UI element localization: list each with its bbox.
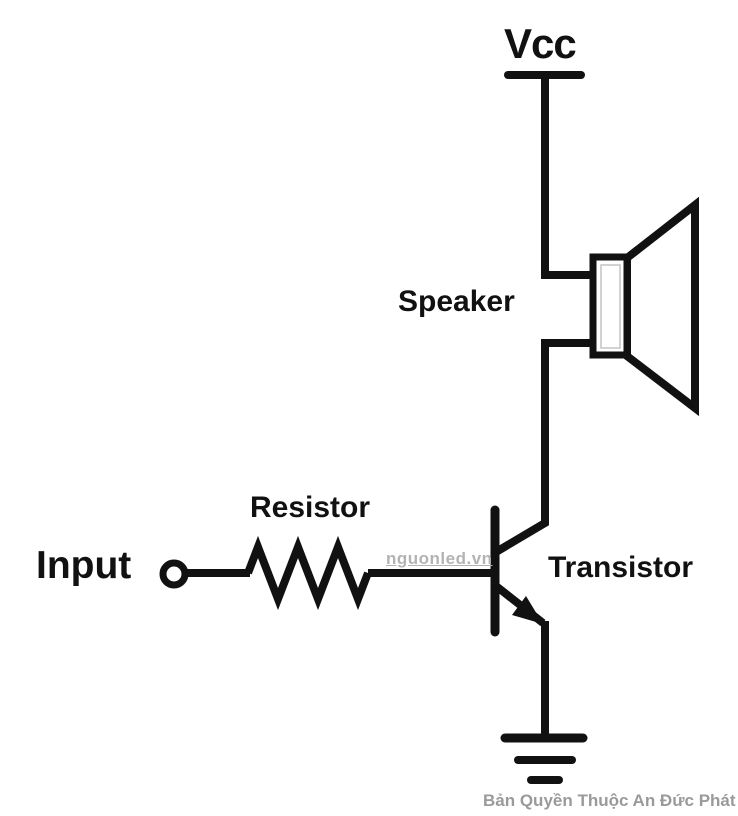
npn-transistor-symbol <box>490 505 549 742</box>
speaker-symbol <box>493 196 699 556</box>
speaker-label: Speaker <box>398 285 515 318</box>
watermark-text: nguonled.vn <box>386 549 493 568</box>
speaker-to-collector-wire <box>493 339 596 556</box>
vcc-wire <box>541 75 596 279</box>
input-terminal-circle <box>159 559 189 589</box>
input-label: Input <box>36 544 132 587</box>
input-terminal-symbol <box>159 559 250 589</box>
speaker-cone <box>623 196 699 417</box>
ground-symbol <box>500 733 588 784</box>
transistor-emitter-arrowhead <box>512 596 543 624</box>
speaker-driver <box>589 253 631 359</box>
resistor-label: Resistor <box>250 491 371 524</box>
copyright-credit-text: Bản Quyền Thuộc An Đức Phát <box>483 791 736 810</box>
vcc-rail-symbol <box>504 71 596 279</box>
transistor-label: Transistor <box>548 551 694 584</box>
speaker-driver-inner-line <box>600 264 621 349</box>
vcc-label: Vcc <box>504 20 577 67</box>
resistor-zigzag <box>244 535 372 611</box>
resistor-zigzag-symbol <box>244 535 492 611</box>
